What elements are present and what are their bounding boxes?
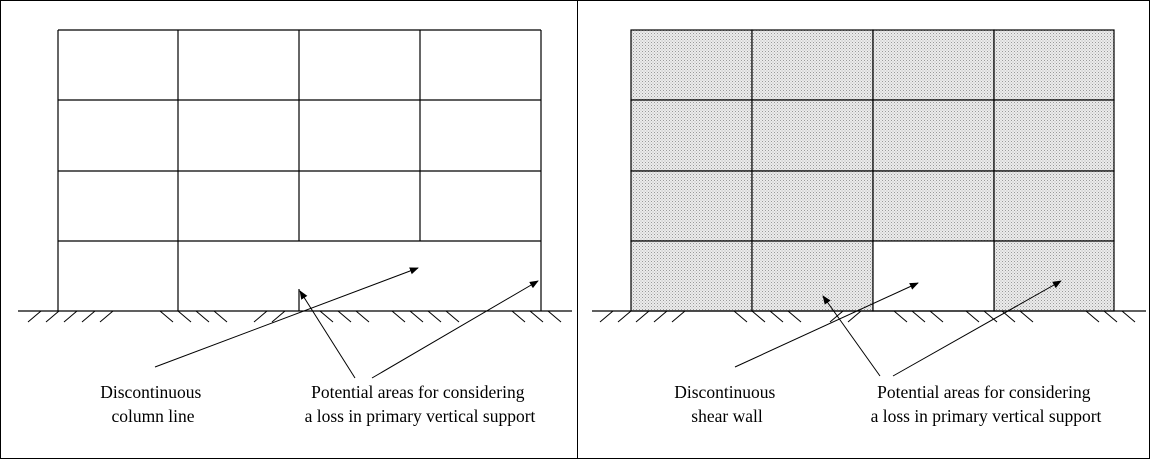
shear-wall-arrows	[734, 280, 1062, 377]
arrow-potential-area-1	[299, 290, 356, 379]
shear-wall-panel: Discontinuous shear wall Potential areas…	[592, 29, 1146, 426]
shear-wall-label-right: Potential areas for considering a loss i…	[871, 382, 1102, 426]
arrow-potential-area-1	[822, 295, 881, 377]
frame-panel: Discontinuous column line Potential area…	[18, 29, 572, 426]
frame-arrows	[154, 267, 539, 379]
ground-hatching	[599, 310, 1136, 323]
shear-wall-panels	[630, 29, 1115, 312]
frame-label-left: Discontinuous column line	[100, 382, 206, 426]
missing-shear-wall-bay	[872, 240, 995, 312]
arrow-discontinuous-column	[154, 267, 419, 368]
arrow-potential-area-2	[892, 280, 1062, 377]
ground-line	[592, 310, 1146, 323]
shear-wall-label-left: Discontinuous shear wall	[674, 382, 780, 426]
frame-label-right: Potential areas for considering a loss i…	[305, 382, 536, 426]
ground-hatching	[27, 310, 562, 323]
frame-grid	[57, 29, 542, 311]
arrow-discontinuous-wall	[734, 282, 919, 368]
arrow-potential-area-2	[371, 280, 539, 379]
ground-line	[18, 310, 572, 323]
